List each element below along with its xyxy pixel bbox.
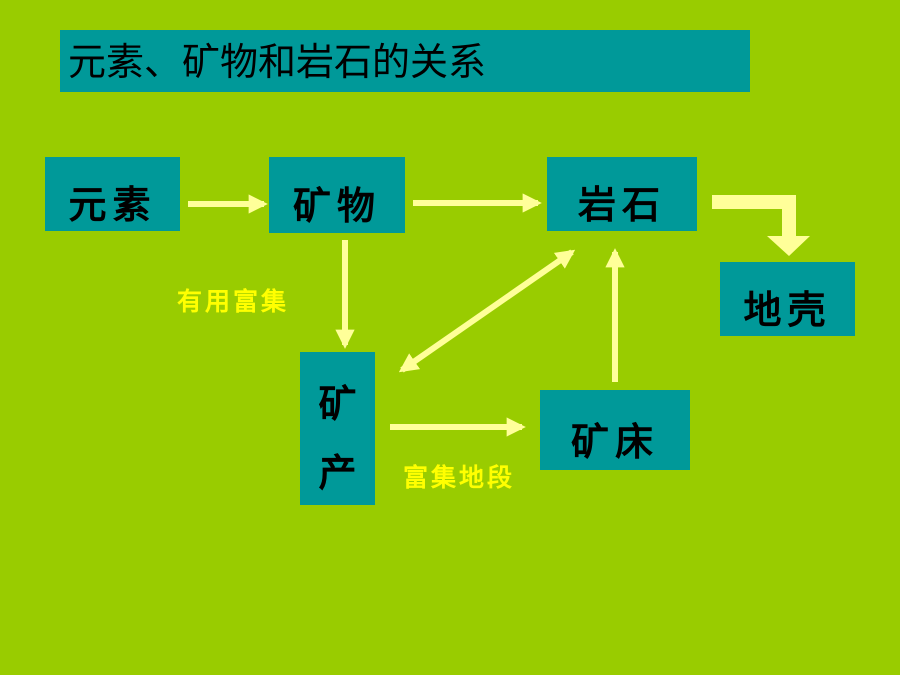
node-kuangchuang: 矿床	[540, 390, 690, 470]
node-diqiao-label: 地壳	[743, 286, 832, 332]
node-kuangchuang-label: 矿床	[570, 418, 659, 464]
edge-label-fuji-diduan: 富集地段	[403, 463, 516, 492]
node-yuansu: 元素	[45, 157, 180, 231]
node-diqiao: 地壳	[720, 262, 855, 336]
edge-label-youyong-fuji: 有用富集	[177, 287, 290, 316]
node-kuangchan: 矿 产	[300, 352, 375, 505]
node-kuangwu: 矿物	[269, 157, 405, 233]
node-yuansu-label: 元素	[68, 181, 157, 227]
node-kuangwu-label: 矿物	[292, 182, 381, 228]
title-bar: 元素、矿物和岩石的关系	[60, 30, 750, 92]
node-yanshi: 岩石	[547, 157, 697, 231]
arrow-kuangchan-yanshi	[398, 249, 576, 373]
bent-arrow-yanshi-diqiao	[712, 195, 810, 256]
node-yanshi-label: 岩石	[577, 181, 666, 227]
node-kuangchan-label-1: 矿	[318, 380, 357, 426]
page-title: 元素、矿物和岩石的关系	[68, 40, 487, 84]
node-kuangchan-label-2: 产	[318, 449, 357, 495]
